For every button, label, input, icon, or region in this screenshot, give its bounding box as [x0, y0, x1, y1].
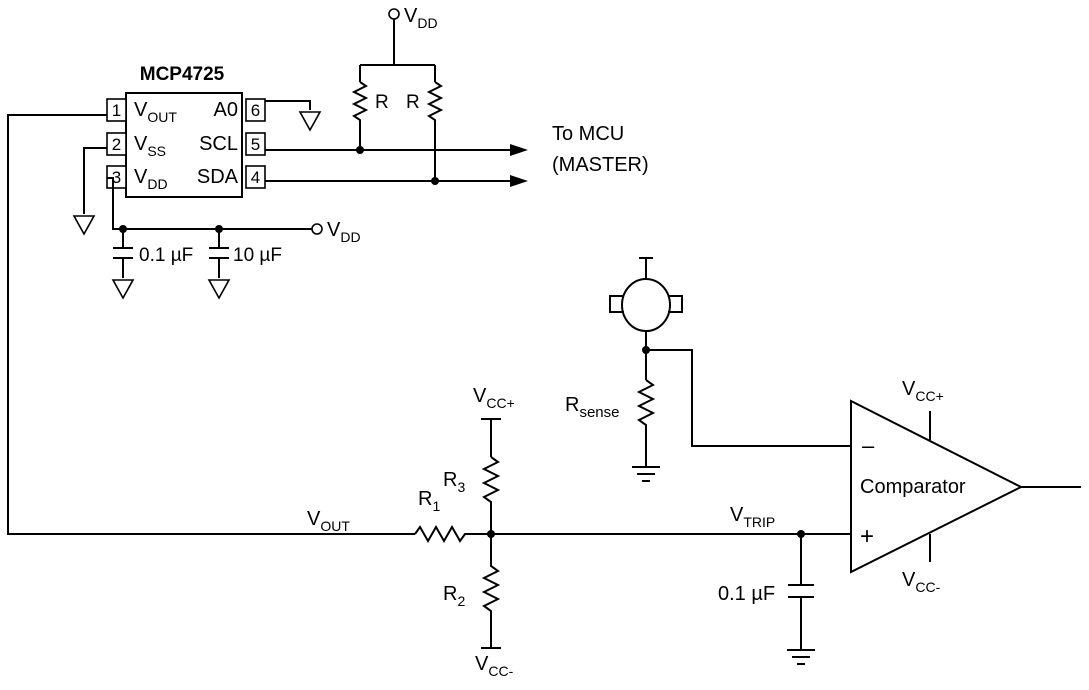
comparator-body — [850, 399, 1024, 574]
rsense-label: Rsense — [565, 394, 619, 421]
cap-large-label: 10 µF — [233, 245, 282, 266]
a0-wire — [265, 100, 311, 110]
pin-4-name: SDA — [197, 166, 239, 188]
r2-label: R2 — [443, 583, 465, 609]
chip-name: MCP4725 — [140, 64, 225, 85]
pin-5-number: 5 — [251, 135, 260, 154]
cap-small-label: 0.1 µF — [139, 245, 193, 266]
pin-1: 1 VOUT — [106, 98, 177, 125]
comparator-label: Comparator — [860, 476, 966, 498]
pin-4-number: 4 — [251, 168, 260, 187]
to-mcu-label-master: (MASTER) — [552, 154, 649, 176]
vcc-plus-divider-bar — [481, 418, 501, 457]
vdd-terminal-mid — [311, 223, 323, 235]
vout-label: VOUT — [307, 508, 350, 534]
pin-2-number: 2 — [112, 135, 121, 154]
junction — [431, 177, 439, 185]
vdd-label-mid: VDD — [327, 219, 361, 245]
vcc-plus-comparator-label: VCC+ — [902, 378, 944, 404]
sda-arrow — [510, 175, 528, 187]
pin-5: 5 SCL — [199, 132, 266, 156]
vdd-label-top: VDD — [404, 5, 438, 31]
pin-3: 3 VDD — [106, 165, 168, 192]
r2-resistor — [481, 534, 501, 648]
pin-4: 4 SDA — [197, 165, 266, 189]
pin-2: 2 VSS — [106, 132, 166, 159]
r1-resistor — [414, 524, 852, 544]
vcc-plus-divider-label: VCC+ — [473, 385, 515, 411]
ground-symbol-a0 — [298, 111, 322, 132]
r3-label: R3 — [443, 469, 465, 495]
chip-body — [125, 92, 243, 198]
r1-label: R1 — [418, 488, 440, 514]
ground-symbol-cap-large — [207, 279, 231, 300]
pullup-label-sda: R — [406, 92, 420, 113]
vtrip-label: VTRIP — [730, 504, 775, 530]
vcc-minus-comparator-label: VCC- — [902, 569, 941, 595]
pullup-resistor-sda — [426, 81, 444, 182]
pin-5-name: SCL — [199, 133, 238, 155]
pin-3-name: VDD — [134, 166, 168, 192]
trip-cap-label: 0.1 µF — [718, 583, 775, 605]
junction — [356, 146, 364, 154]
vout-wire — [7, 114, 415, 535]
pin-6-name: A0 — [214, 99, 238, 121]
pin-2-name: VSS — [134, 133, 166, 159]
vdd-wire — [107, 177, 312, 230]
sense-to-comparator-wire — [646, 349, 852, 447]
ground-symbol-vss — [72, 215, 96, 236]
pin-1-name: VOUT — [134, 99, 177, 125]
ground-symbol-cap-small — [111, 279, 135, 300]
vdd-terminal-top — [388, 8, 400, 20]
pin-6-number: 6 — [251, 101, 260, 120]
ground-trip-cap — [787, 649, 815, 665]
pullup-resistor-scl — [351, 81, 369, 150]
comparator-minus: – — [862, 433, 875, 458]
to-mcu-label: To MCU — [552, 123, 624, 145]
pin-1-number: 1 — [112, 101, 121, 120]
sensor-top-lead — [639, 257, 653, 280]
sensor-element — [621, 278, 671, 332]
rsense-resistor — [636, 379, 656, 466]
pin-3-number: 3 — [112, 168, 121, 187]
pin-6: 6 A0 — [214, 98, 266, 122]
r3-resistor — [481, 456, 501, 534]
comparator-plus: + — [860, 523, 874, 550]
scl-arrow — [510, 144, 528, 156]
vcc-minus-divider-label: VCC- — [475, 653, 514, 679]
sensor-left-tab — [609, 295, 624, 313]
pullup-label-scl: R — [375, 92, 389, 113]
sensor-right-tab — [668, 295, 683, 313]
ground-rsense — [632, 466, 660, 482]
pullup-supply-wire — [359, 19, 436, 82]
vss-wire — [83, 147, 107, 214]
